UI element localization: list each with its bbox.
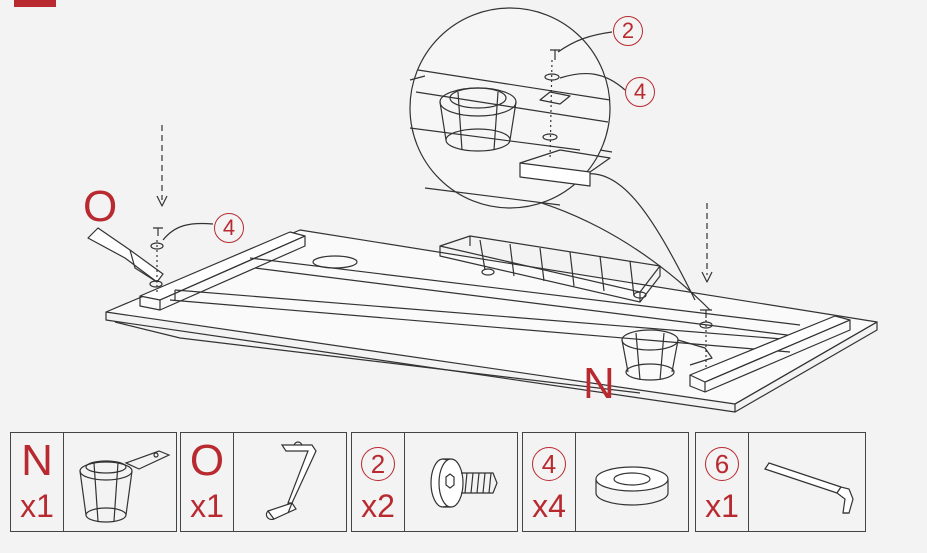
part-quantity: x2 xyxy=(361,488,395,524)
part-code-cell: 2 x2 xyxy=(352,433,405,531)
detail-circle xyxy=(409,7,626,209)
leader-detail-a xyxy=(577,173,696,301)
part-code: 2 xyxy=(361,447,395,481)
part-code: N xyxy=(21,436,53,485)
parts-list: N x1 O x1 xyxy=(10,432,866,532)
headphone-hook-icon xyxy=(265,441,317,520)
right-fasteners xyxy=(699,203,713,370)
hex-key-icon xyxy=(764,462,854,514)
callout-washer-detail: 4 xyxy=(625,77,655,107)
callout-part-n: N xyxy=(583,359,615,408)
part-code-cell: 4 x4 xyxy=(523,433,576,531)
part-quantity: x1 xyxy=(20,488,54,524)
part-code-cell: O x1 xyxy=(181,433,234,531)
part-code: 6 xyxy=(705,447,739,481)
part-quantity: x4 xyxy=(532,488,566,524)
assembly-diagram xyxy=(87,7,878,413)
part-quantity: x1 xyxy=(190,488,224,524)
washer-icon xyxy=(595,466,669,506)
callout-washer-left: 4 xyxy=(214,213,244,243)
screw-icon xyxy=(430,458,498,508)
part-code-cell: N x1 xyxy=(11,433,64,531)
part-card-2: 2 x2 xyxy=(351,432,518,532)
step-marker xyxy=(14,0,56,7)
leader-left xyxy=(162,222,214,241)
part-card-n: N x1 xyxy=(10,432,177,532)
part-quantity: x1 xyxy=(705,488,739,524)
cup-holder-icon xyxy=(79,450,171,523)
part-card-4: 4 x4 xyxy=(522,432,689,532)
cup-holder-mounted xyxy=(621,329,713,381)
desk-frame xyxy=(139,231,851,393)
part-card-6: 6 x1 xyxy=(695,432,866,532)
part-code-cell: 6 x1 xyxy=(696,433,749,531)
callout-screw-detail: 2 xyxy=(613,16,643,46)
part-card-o: O x1 xyxy=(180,432,347,532)
left-fasteners xyxy=(149,125,168,292)
part-code: 4 xyxy=(532,447,566,481)
part-code: O xyxy=(189,436,225,485)
headphone-hook-part xyxy=(87,227,164,283)
callout-part-o: O xyxy=(83,182,118,231)
